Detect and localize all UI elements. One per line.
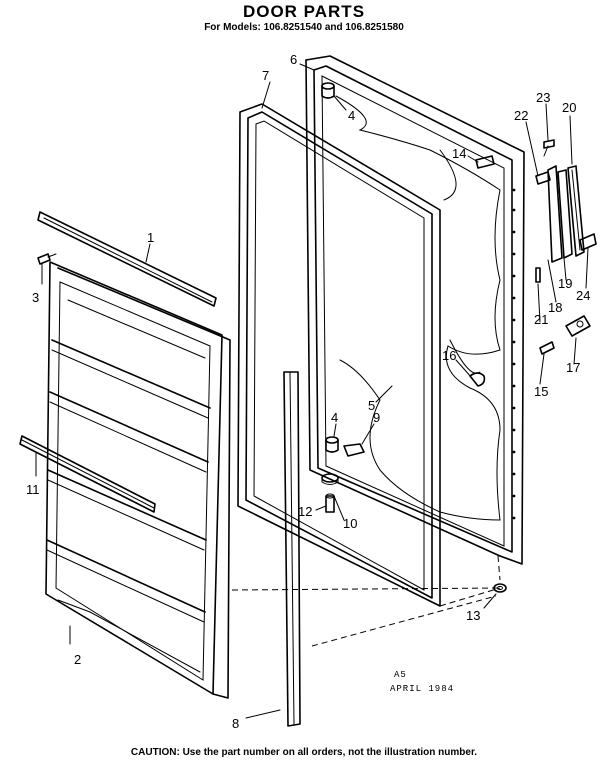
label-part-7: 7 — [262, 68, 269, 83]
top-trim-strip — [37, 211, 217, 307]
label-part-23: 23 — [536, 90, 550, 105]
strike-part-14 — [475, 155, 495, 169]
label-part-13: 13 — [466, 608, 480, 623]
latch-part-17 — [565, 315, 591, 337]
hinge-bushing-part-10 — [321, 473, 339, 485]
drawing-date: APRIL 1984 — [390, 684, 455, 694]
bumper-lower — [325, 436, 339, 453]
label-part-3: 3 — [32, 290, 39, 305]
label-part-1: 1 — [147, 230, 154, 245]
label-part-22: 22 — [514, 108, 528, 123]
label-part-10: 10 — [343, 516, 357, 531]
label-part-17: 17 — [566, 360, 580, 375]
part-labels: 1 2 3 4 4 5 6 7 8 9 10 11 12 13 14 15 16… — [26, 52, 590, 731]
bracket-part-9 — [343, 443, 365, 457]
label-part-5: 5 — [368, 398, 375, 413]
page-title: DOOR PARTS — [242, 2, 366, 21]
label-part-16: 16 — [442, 348, 456, 363]
hinge-pin-part-12 — [325, 493, 335, 513]
label-part-9: 9 — [373, 410, 380, 425]
bumper-top — [321, 82, 335, 99]
label-part-11: 11 — [26, 482, 40, 497]
gasket-strip-part-8 — [283, 371, 301, 727]
model-numbers: For Models: 106.8251540 and 106.8251580 — [204, 22, 404, 33]
label-part-18: 18 — [548, 300, 562, 315]
outer-door-panel — [305, 55, 525, 565]
alignment-lines — [231, 555, 501, 647]
caution-note: CAUTION: Use the part number on all orde… — [130, 747, 478, 758]
screw-part-15 — [539, 341, 555, 355]
label-part-14: 14 — [452, 146, 466, 161]
door-gasket — [237, 103, 441, 607]
shelf-retainer-bar — [19, 435, 156, 513]
label-part-24: 24 — [576, 288, 590, 303]
label-part-4-lower: 4 — [331, 410, 338, 425]
leader-lines — [35, 63, 589, 719]
label-part-21: 21 — [534, 312, 548, 327]
label-part-6: 6 — [290, 52, 297, 67]
screw-part-3 — [37, 253, 57, 265]
label-part-8: 8 — [232, 716, 239, 731]
label-part-19: 19 — [558, 276, 572, 291]
label-part-20: 20 — [562, 100, 576, 115]
label-part-15: 15 — [534, 384, 548, 399]
drawing-code: A5 — [394, 670, 407, 680]
label-part-2: 2 — [74, 652, 81, 667]
handle-assembly — [535, 139, 597, 283]
cam-part-16 — [469, 372, 486, 387]
label-part-4-top: 4 — [348, 108, 355, 123]
label-part-12: 12 — [298, 504, 312, 519]
hinge-holes — [512, 188, 516, 520]
door-liner — [45, 261, 231, 699]
heater-wire — [335, 95, 501, 521]
